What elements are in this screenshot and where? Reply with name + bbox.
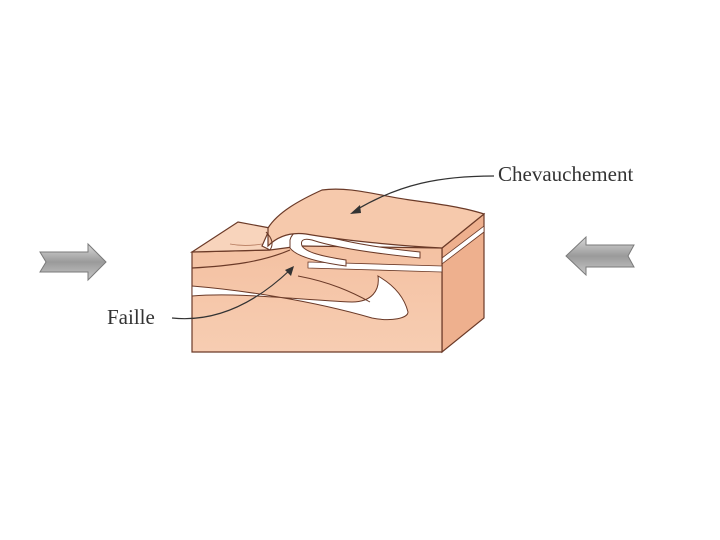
compression-arrow-left-icon	[39, 242, 107, 282]
fault-leader-line	[171, 269, 291, 320]
thrust-label: Chevauchement	[498, 162, 633, 186]
compression-arrow-right-icon	[565, 235, 635, 277]
thrust-leader-line	[355, 175, 495, 211]
rock-block-front-face	[191, 229, 443, 353]
label-leaders	[171, 175, 495, 320]
fault-label: Faille	[107, 305, 155, 329]
fault-leader-arrowhead	[285, 266, 294, 276]
rock-block-top-surface	[189, 188, 486, 253]
thrust-leader-arrowhead	[350, 205, 361, 214]
